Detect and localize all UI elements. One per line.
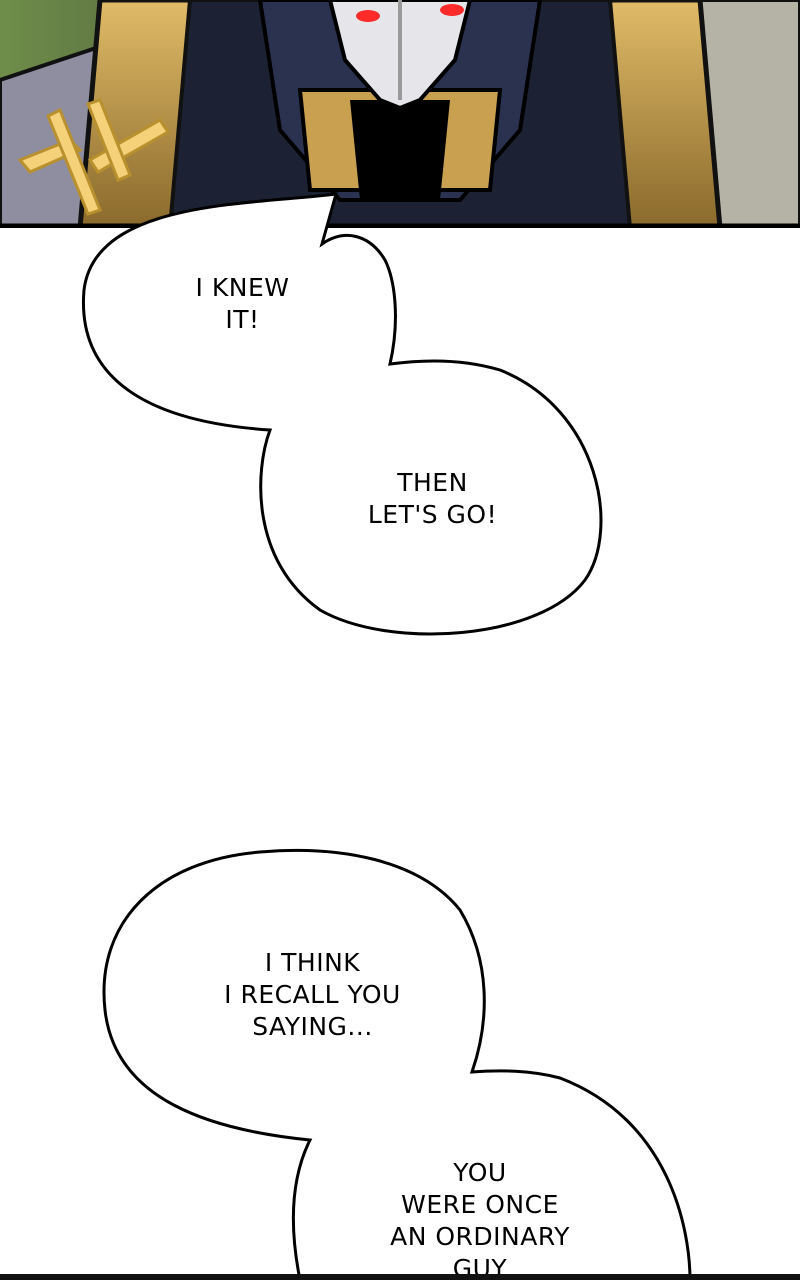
sparkle-cross-icon — [17, 98, 171, 216]
neck-shadow — [350, 100, 450, 200]
armored-knight-panel — [0, 0, 800, 228]
speech-bubble-1 — [81, 192, 603, 636]
bubble-2-text: THEN LET'S GO! — [367, 468, 498, 529]
bubble-1-text: I KNEW IT! — [195, 273, 290, 334]
next-panel-edge — [0, 1274, 800, 1280]
knight-illustration — [0, 0, 800, 228]
helmet-ridge — [398, 0, 402, 100]
bubble-3-text: I THINK I RECALL YOU SAYING... — [224, 948, 401, 1041]
bubble-4-text: YOU WERE ONCE AN ORDINARY GUY — [390, 1158, 570, 1280]
left-eye-icon — [356, 10, 380, 22]
right-eye-icon — [440, 4, 464, 16]
speech-bubble-2 — [102, 848, 692, 1280]
